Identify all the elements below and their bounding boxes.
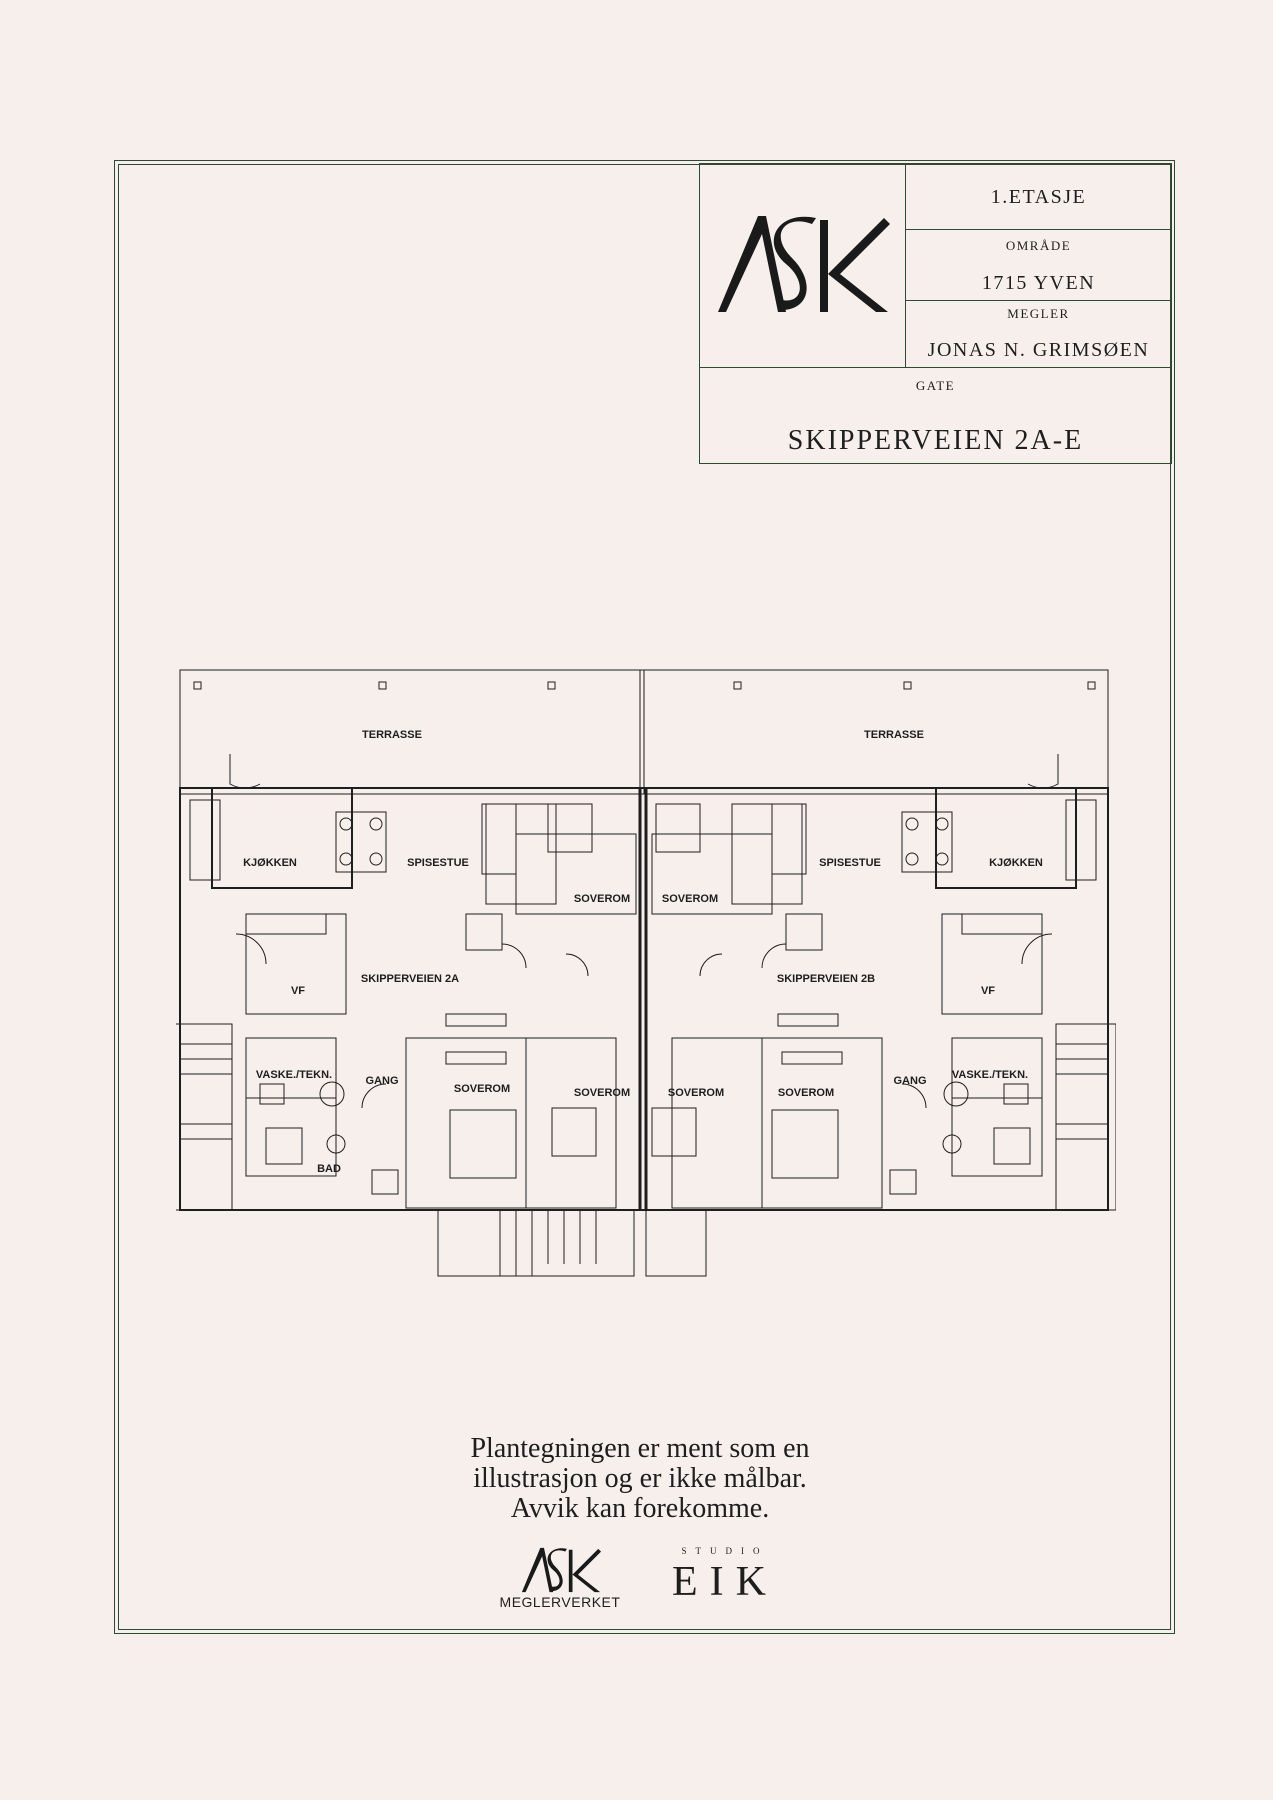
label-bedroom-5: SOVEROM <box>668 1087 724 1099</box>
label-laundry-right: VASKE./TEKN. <box>952 1069 1028 1081</box>
broker-value: JONAS N. GRIMSØEN <box>927 339 1150 361</box>
ask-footer-logo <box>521 1547 602 1593</box>
studio-label: STUDIO <box>681 1546 769 1556</box>
label-unit-2b: SKIPPERVEIEN 2B <box>777 973 875 985</box>
label-entry-right: VF <box>981 985 995 997</box>
label-bedroom-1: SOVEROM <box>574 893 630 905</box>
disclaimer: Plantegningen er ment som en illustrasjo… <box>380 1434 900 1524</box>
disclaimer-line-1: Plantegningen er ment som en <box>470 1433 810 1464</box>
label-terrace-right: TERRASSE <box>864 729 924 741</box>
outer-frame <box>114 160 1175 1634</box>
ask-logo <box>718 216 890 312</box>
floor-label: 1.ETASJE <box>990 186 1087 208</box>
disclaimer-line-3: Avvik kan forekomme. <box>510 1493 770 1524</box>
label-hall-right: GANG <box>894 1075 927 1087</box>
label-bedroom-2: SOVEROM <box>662 893 718 905</box>
label-unit-2a: SKIPPERVEIEN 2A <box>361 973 459 985</box>
street-label: GATE <box>915 378 956 393</box>
label-bath-left: BAD <box>317 1163 341 1175</box>
label-terrace-left: TERRASSE <box>362 729 422 741</box>
broker-label: MEGLER <box>1007 306 1070 321</box>
eik-logo: EIK <box>672 1559 778 1605</box>
label-kitchen-right: KJØKKEN <box>989 857 1043 869</box>
label-hall-left: GANG <box>366 1075 399 1087</box>
disclaimer-line-2: illustrasjon og er ikke målbar. <box>473 1463 807 1494</box>
street-value: SKIPPERVEIEN 2A-E <box>787 425 1084 456</box>
label-bedroom-4: SOVEROM <box>574 1087 630 1099</box>
label-dining-right: SPISESTUE <box>819 857 881 869</box>
label-kitchen-left: KJØKKEN <box>243 857 297 869</box>
broker-cell <box>905 300 1172 368</box>
inner-frame <box>118 164 1171 1630</box>
area-value: 1715 YVEN <box>981 272 1096 294</box>
floor-plan: TERRASSE TERRASSE KJØKKEN SPISESTUE SPIS… <box>176 669 1116 1277</box>
area-label: OMRÅDE <box>1005 238 1072 253</box>
label-dining-left: SPISESTUE <box>407 857 469 869</box>
ask-footer-subtitle: MEGLERVERKET <box>499 1594 621 1610</box>
label-laundry-left: VASKE./TEKN. <box>256 1069 332 1081</box>
label-bedroom-3: SOVEROM <box>454 1083 510 1095</box>
label-bedroom-6: SOVEROM <box>778 1087 834 1099</box>
label-entry-left: VF <box>291 985 305 997</box>
